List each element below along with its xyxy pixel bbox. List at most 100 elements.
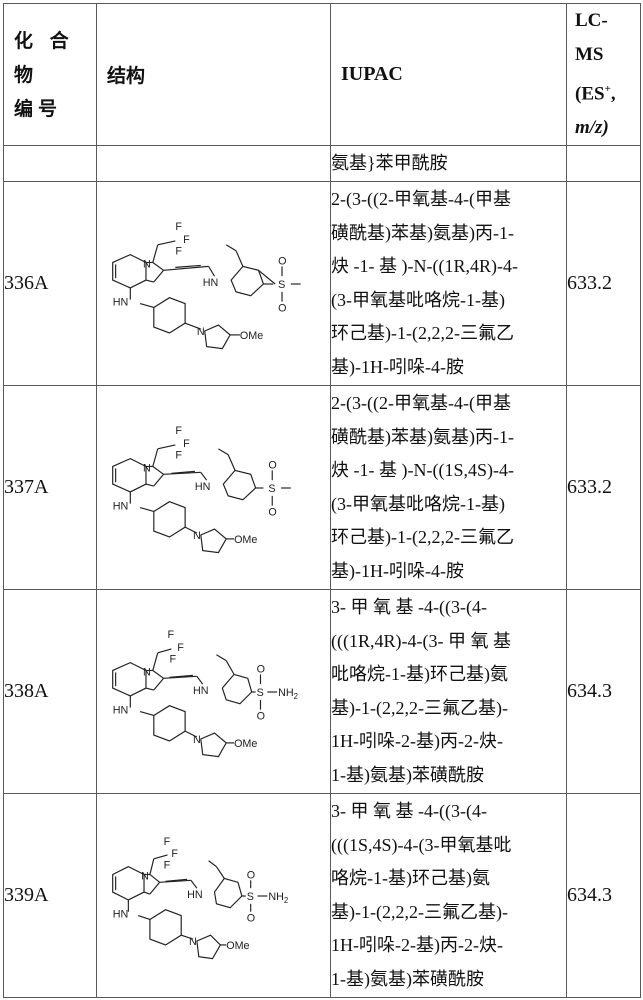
label-o: O xyxy=(247,869,255,881)
chemical-structure-icon: F F F N HN HN N OMe S O O xyxy=(112,221,301,350)
iupac-line: 环己基)-1-(2,2,2-三氟乙 xyxy=(331,527,514,548)
label-n: N xyxy=(143,258,151,270)
iupac-name: 2-(3-((2-甲氧基-4-(甲基 磺酰基)苯基)氨基)丙-1- 炔 -1- … xyxy=(330,181,567,387)
header-compound-no-line1: 化 合 物 xyxy=(14,29,74,86)
label-n: N xyxy=(193,530,201,542)
structure-cell: F F F N HN HN N OMe S O O xyxy=(96,385,331,591)
label-ome: OMe xyxy=(234,738,257,750)
table-row: 338A xyxy=(3,589,641,795)
header-lcms-line1: LC- xyxy=(575,10,608,31)
iupac-line: 2-(3-((2-甲氧基-4-(甲基 xyxy=(331,189,511,210)
iupac-line: 基)-1-(2,2,2-三氟乙基)- xyxy=(331,697,508,718)
label-nh2: NH2 xyxy=(278,687,298,701)
label-ome: OMe xyxy=(240,330,263,342)
compound-id: 339A xyxy=(3,793,97,999)
label-n: N xyxy=(197,326,205,338)
label-o: O xyxy=(257,663,265,675)
iupac-name: 3- 甲 氧 基 -4-((3-(4- (((1R,4R)-4-(3- 甲 氧 … xyxy=(330,589,567,795)
iupac-line: 磺酰基)苯基)氨基)丙-1- xyxy=(331,426,514,447)
label-hn: HN xyxy=(113,908,129,920)
label-hn: HN xyxy=(193,685,209,697)
label-n: N xyxy=(143,462,151,474)
label-s: S xyxy=(278,279,285,291)
header-structure: 结构 xyxy=(96,2,331,147)
lcms-mz: m/z) xyxy=(575,117,609,139)
iupac-line: 3- 甲 氧 基 -4-((3-(4- xyxy=(331,801,487,822)
label-f: F xyxy=(183,438,190,450)
label-ome: OMe xyxy=(226,940,249,952)
header-row: 化 合 物 编号 结构 IUPAC LC- MS (ES+, m/z) xyxy=(3,2,641,147)
cont-compound-no xyxy=(3,145,97,183)
label-s: S xyxy=(257,687,264,699)
label-s: S xyxy=(247,891,254,903)
label-hn: HN xyxy=(113,704,129,716)
cont-lcms xyxy=(566,145,641,183)
header-iupac: IUPAC xyxy=(330,2,567,147)
chemical-structure-icon: F F F N HN HN N OMe S O O NH2 xyxy=(112,629,298,758)
label-f: F xyxy=(169,653,176,665)
iupac-line: 3- 甲 氧 基 -4-((3-(4- xyxy=(331,597,487,618)
label-o: O xyxy=(268,506,276,518)
iupac-line: 基)-1H-吲哚-4-胺 xyxy=(331,560,464,581)
chemical-structure-icon: F F F N HN HN N OMe S O O xyxy=(112,425,291,554)
iupac-line: 磺酰基)苯基)氨基)丙-1- xyxy=(331,222,514,243)
iupac-line: 2-(3-((2-甲氧基-4-(甲基 xyxy=(331,393,511,414)
label-hn: HN xyxy=(113,296,129,308)
label-hn: HN xyxy=(195,481,211,493)
header-lcms-line4: m/z) xyxy=(575,111,640,145)
label-hn: HN xyxy=(113,500,129,512)
structure-cell: F F F N HN HN N OMe S O O NH2 xyxy=(96,589,331,795)
cont-iupac: 氨基}苯甲酰胺 xyxy=(330,145,567,183)
label-o: O xyxy=(278,302,286,314)
label-o: O xyxy=(257,710,265,722)
iupac-line: 炔 -1- 基 )-N-((1R,4R)-4- xyxy=(331,256,518,277)
lcms-value: 634.3 xyxy=(566,793,641,999)
header-lcms: LC- MS (ES+, m/z) xyxy=(566,2,641,147)
iupac-line: 吡咯烷-1-基)环己基)氨 xyxy=(331,664,508,685)
iupac-line: 基)-1H-吲哚-4-胺 xyxy=(331,356,464,377)
table-row: 339A xyxy=(3,793,641,999)
iupac-line: (((1R,4R)-4-(3- 甲 氧 基 xyxy=(331,630,511,651)
lcms-value: 634.3 xyxy=(566,589,641,795)
label-f: F xyxy=(175,221,182,233)
label-f: F xyxy=(164,859,171,871)
label-n: N xyxy=(141,870,149,882)
header-compound-no-line2: 编号 xyxy=(14,97,63,120)
iupac-line: 环己基)-1-(2,2,2-三氟乙 xyxy=(331,323,514,344)
table-row: 336A xyxy=(3,181,641,387)
header-lcms-line2: MS xyxy=(575,44,604,65)
label-o: O xyxy=(268,459,276,471)
structure-cell: F F F N HN HN N OMe S O O NH2 xyxy=(96,793,331,999)
iupac-line: 1H-吲哚-2-基)丙-2-炔- xyxy=(331,731,503,752)
iupac-name: 2-(3-((2-甲氧基-4-(甲基 磺酰基)苯基)氨基)丙-1- 炔 -1- … xyxy=(330,385,567,591)
lcms-comma: , xyxy=(610,83,616,105)
label-o: O xyxy=(278,255,286,267)
label-f: F xyxy=(175,449,182,461)
header-compound-no: 化 合 物 编号 xyxy=(3,2,97,147)
label-hn: HN xyxy=(203,277,219,289)
table-row: 337A xyxy=(3,385,641,591)
label-nh2: NH2 xyxy=(268,891,288,905)
iupac-line: (((1S,4S)-4-(3-甲氧基吡 xyxy=(331,834,512,855)
lcms-value: 633.2 xyxy=(566,181,641,387)
iupac-name: 3- 甲 氧 基 -4-((3-(4- (((1S,4S)-4-(3-甲氧基吡 … xyxy=(330,793,567,999)
iupac-line: 炔 -1- 基 )-N-((1S,4S)-4- xyxy=(331,460,514,481)
compound-id: 336A xyxy=(3,181,97,387)
continuation-row: 氨基}苯甲酰胺 xyxy=(3,145,641,183)
label-f: F xyxy=(175,245,182,257)
label-n: N xyxy=(189,936,197,948)
label-f: F xyxy=(171,848,178,860)
structure-cell: F F F N HN HN N OMe S O O xyxy=(96,181,331,387)
header-lcms-line3: (ES+, xyxy=(575,72,640,111)
lcms-es: (ES xyxy=(575,83,605,105)
iupac-line: 咯烷-1-基)环己基)氨 xyxy=(331,868,490,889)
label-s: S xyxy=(268,483,275,495)
label-f: F xyxy=(164,836,171,848)
iupac-line: 1-基)氨基)苯磺酰胺 xyxy=(331,968,484,989)
iupac-line: (3-甲氧基吡咯烷-1-基) xyxy=(331,493,505,514)
label-o: O xyxy=(247,912,255,924)
label-n: N xyxy=(193,734,201,746)
label-hn: HN xyxy=(187,889,203,901)
cont-structure xyxy=(96,145,331,183)
label-f: F xyxy=(168,629,175,641)
